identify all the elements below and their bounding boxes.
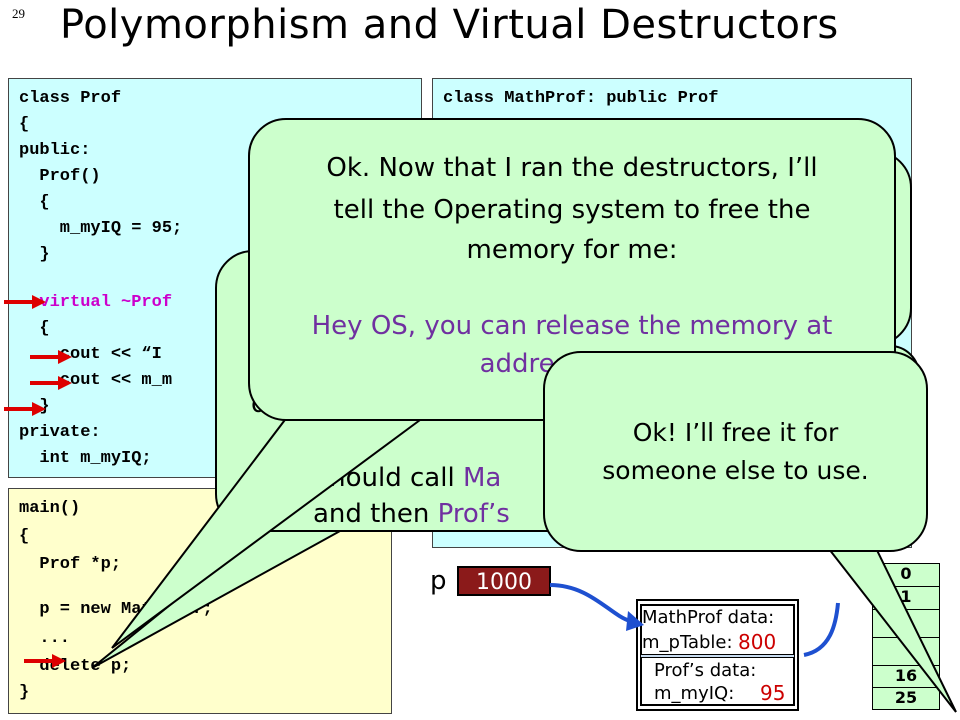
execution-arrow-icon (30, 376, 72, 390)
memory-cell: 25 (894, 688, 918, 707)
code-line: } (19, 245, 50, 264)
execution-arrow-icon (30, 350, 72, 364)
mathprof-object: MathProf data: m_pTable: 800 Prof’s data… (640, 604, 795, 706)
prof-data-section: Prof’s data: m_myIQ: 95 (641, 657, 794, 705)
memory-cell: 16 (873, 666, 939, 688)
bubble-os-line2: someone else to use. (602, 456, 869, 485)
pointer-link-arrow-icon (549, 583, 644, 631)
code-line-virtual-destructor: virtual ~Prof (19, 293, 173, 312)
code-line: m_myIQ = 95; (19, 219, 183, 238)
pointer-label: p (430, 566, 447, 596)
speech-bubble-os: Ok! I’ll free it for someone else to use… (543, 351, 928, 552)
iq-value: 95 (760, 681, 786, 705)
code-line: main() (19, 499, 81, 518)
ptable-value: 800 (738, 630, 777, 654)
ptable-label: m_pTable: (642, 632, 733, 653)
memory-cell: 0 (873, 564, 939, 587)
mathprof-data-label: MathProf data: (642, 607, 775, 628)
vtable-link-arrow-icon (803, 602, 840, 657)
code-line: cout << “I (19, 345, 162, 364)
code-line: private: (19, 423, 101, 442)
code-line: } (19, 683, 30, 702)
code-line: cout << m_m (19, 371, 173, 390)
code-line: public: (19, 141, 91, 160)
pointer-value: 1000 (457, 566, 551, 596)
bubble-main-line3: memory for me: (466, 235, 678, 265)
bubble-main-line1: Ok. Now that I ran the destructors, I’ll (326, 153, 818, 183)
code-line: class MathProf: public Prof (443, 89, 719, 108)
iq-label: m_myIQ: (654, 683, 735, 704)
code-line: Prof *p; (19, 555, 122, 574)
code-line: { (19, 115, 30, 134)
code-line: ... (19, 629, 71, 648)
bubble-back-line3: and then Prof’s (313, 499, 510, 529)
slide-title: Polymorphism and Virtual Destructors (60, 2, 839, 48)
bubble-main-line2: tell the Operating system to free the (333, 195, 811, 225)
code-line: } (39, 397, 50, 416)
bubble-main-line4: Hey OS, you can release the memory at (311, 311, 833, 341)
code-line: int m_myIQ; (19, 449, 152, 468)
code-line: { (19, 319, 50, 338)
code-line: class Prof (19, 89, 122, 108)
code-line: { (19, 193, 50, 212)
execution-arrow-icon (24, 654, 66, 668)
bubble-os-line1: Ok! I’ll free it for (632, 418, 839, 447)
memory-cell (873, 638, 939, 666)
execution-arrow-icon (4, 295, 46, 309)
mathprof-data-section: MathProf data: m_pTable: 800 (641, 605, 794, 655)
code-line: Prof() (19, 167, 101, 186)
execution-arrow-icon (4, 402, 46, 416)
slide-number: 29 (12, 6, 25, 21)
code-line: { (19, 527, 30, 546)
prof-data-label: Prof’s data: (654, 660, 757, 681)
